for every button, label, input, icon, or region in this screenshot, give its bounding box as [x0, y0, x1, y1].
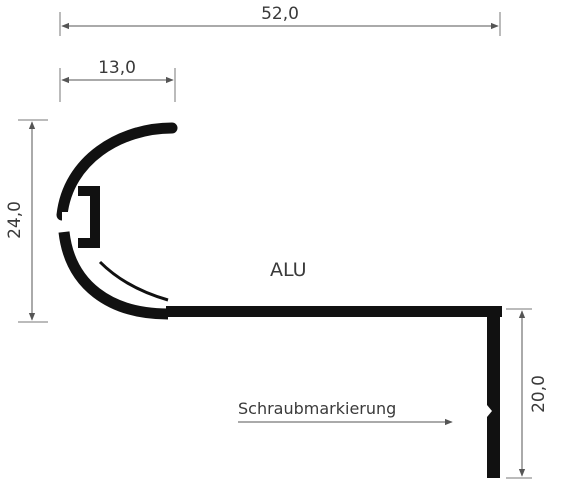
- dimension-overall-width: 52,0: [59, 4, 501, 36]
- profile-clip-channel: [78, 186, 100, 248]
- leg-height-value: 20,0: [529, 375, 549, 413]
- dimension-nose-width: 13,0: [59, 58, 176, 102]
- profile-nose-lower-arc: [58, 231, 169, 320]
- profile-vertical-leg: [487, 306, 500, 478]
- aluminium-profile: [56, 122, 502, 478]
- profile-inner-wall: [98, 260, 169, 302]
- screw-marking-label: Schraubmarkierung: [238, 399, 396, 418]
- dimension-height: 24,0: [5, 119, 48, 323]
- dimension-leg-height: 20,0: [506, 308, 549, 479]
- height-value: 24,0: [5, 201, 25, 239]
- screw-marking-annotation: Schraubmarkierung: [238, 399, 453, 426]
- nose-width-value: 13,0: [98, 58, 136, 78]
- material-label: ALU: [270, 259, 307, 281]
- screw-marking-notch: [487, 405, 492, 417]
- profile-clip-slot: [62, 212, 82, 222]
- overall-width-value: 52,0: [261, 4, 299, 24]
- profile-horizontal-leg: [166, 306, 502, 317]
- profile-nose-upper-arc: [56, 122, 178, 221]
